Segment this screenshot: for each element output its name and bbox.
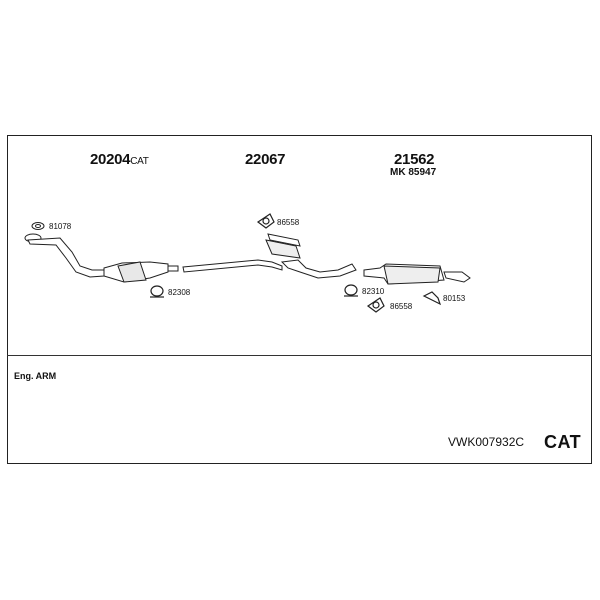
- part-number-20204: 20204: [90, 151, 131, 168]
- diagram-frame: [7, 135, 592, 464]
- part-number-22067: 22067: [245, 151, 286, 168]
- front-downpipe: [24, 233, 179, 283]
- label-86558-rear: 86558: [390, 302, 413, 311]
- hanger-86558-rear-icon: [366, 297, 385, 313]
- label-86558-mid: 86558: [277, 218, 300, 227]
- middle-silencer: [265, 233, 357, 279]
- bracket-80153-icon: [422, 291, 442, 306]
- label-80153: 80153: [443, 294, 466, 303]
- label-81078: 81078: [49, 222, 72, 231]
- engine-label: Eng. ARM: [14, 371, 57, 381]
- clamp-82308-icon: [150, 285, 164, 298]
- part-number-group-1: 20204CAT: [90, 152, 149, 167]
- hanger-86558-icon: [256, 213, 275, 229]
- part-number-21562: 21562: [394, 151, 435, 168]
- rear-silencer: [363, 263, 471, 285]
- clamp-81078-icon: [31, 222, 45, 230]
- label-82308: 82308: [168, 288, 191, 297]
- frame-divider: [7, 355, 592, 356]
- middle-pipe: [182, 259, 283, 273]
- type-badge: CAT: [544, 432, 582, 452]
- part-number-suffix: CAT: [130, 156, 149, 167]
- clamp-82310-icon: [344, 284, 358, 297]
- kit-code: VWK007932C: [448, 435, 525, 449]
- part-number-mk: MK 85947: [390, 167, 437, 178]
- label-82310: 82310: [362, 287, 385, 296]
